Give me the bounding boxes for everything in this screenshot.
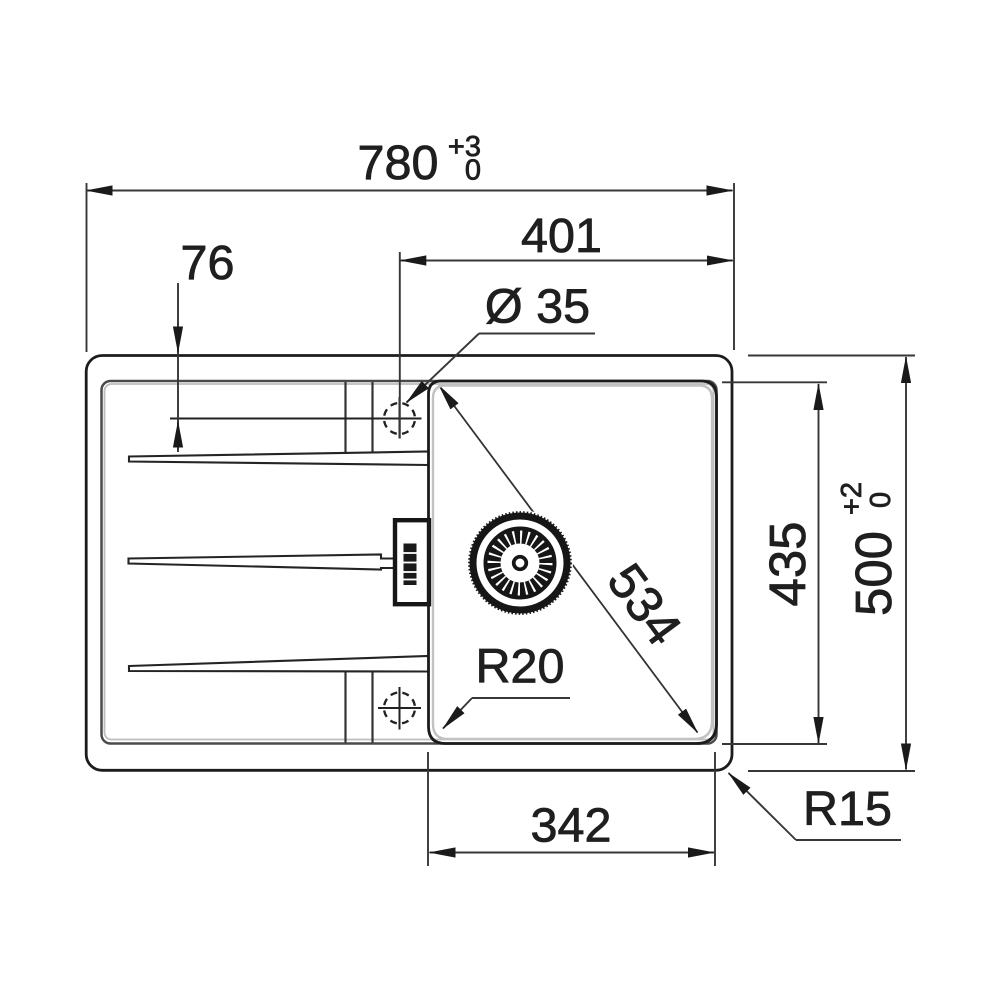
svg-text:+3: +3 — [448, 131, 481, 163]
svg-text:780: 780 — [358, 136, 439, 190]
svg-text:500: 500 — [845, 531, 902, 616]
svg-text:+2: +2 — [836, 482, 868, 515]
svg-text:0: 0 — [465, 155, 481, 187]
svg-text:R15: R15 — [803, 782, 892, 836]
svg-text:76: 76 — [181, 236, 235, 290]
svg-text:0: 0 — [865, 492, 897, 508]
svg-text:Ø 35: Ø 35 — [485, 280, 590, 334]
svg-text:401: 401 — [521, 209, 602, 263]
svg-text:342: 342 — [531, 799, 612, 853]
svg-text:435: 435 — [759, 521, 816, 606]
svg-text:R20: R20 — [476, 640, 565, 694]
